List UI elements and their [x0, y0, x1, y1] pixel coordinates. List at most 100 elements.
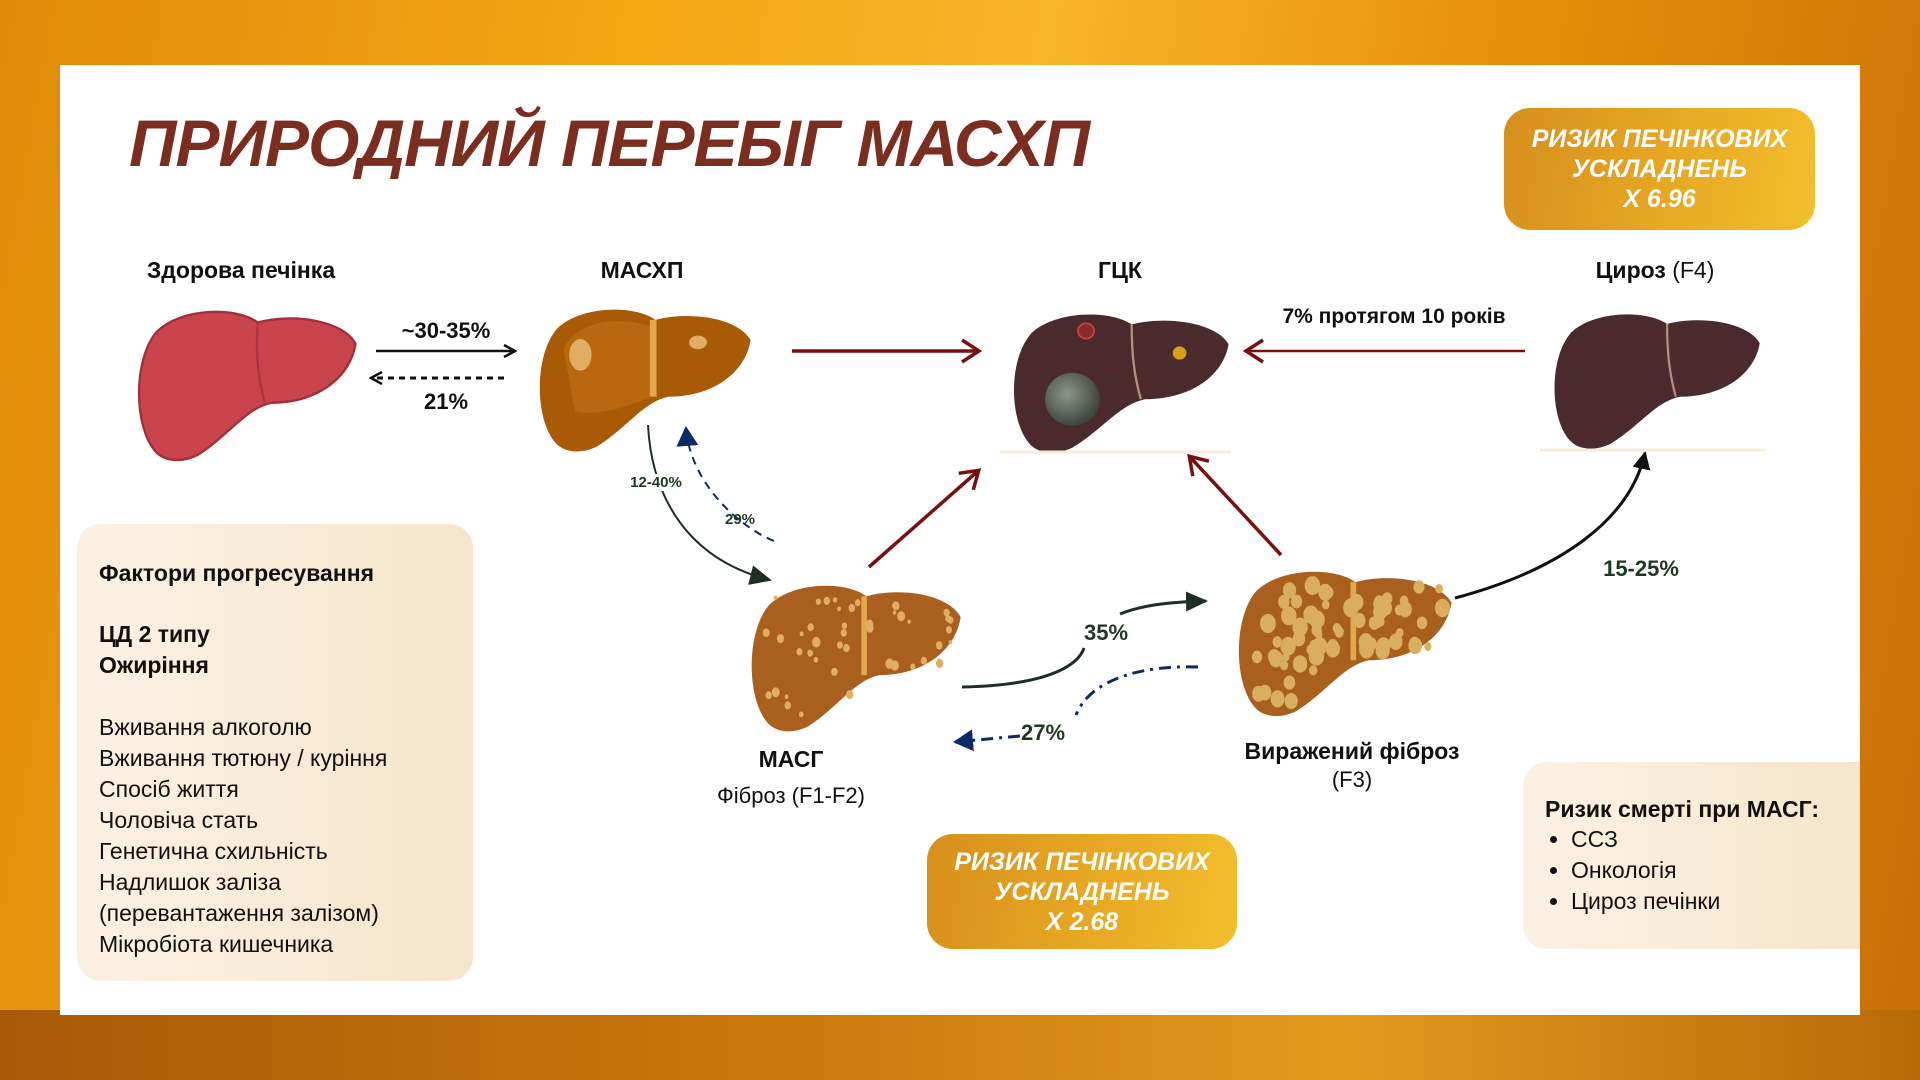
arrow-mash-to-hcc — [867, 471, 978, 569]
fat-droplet — [837, 606, 842, 612]
badge-value: X 2.68 — [1045, 907, 1119, 936]
fat-droplet — [1368, 616, 1380, 630]
fat-droplet — [1413, 581, 1423, 593]
fat-droplet — [907, 619, 911, 624]
factors-heading: Фактори прогресування — [99, 560, 375, 586]
fat-droplet — [892, 610, 897, 615]
fat-droplet — [1292, 631, 1306, 647]
pct-mash-to-masld: 29% — [724, 511, 756, 528]
mash-death-risk-box: Ризик смерті при МАСГ: ССЗ Онкологія Цир… — [1523, 762, 1860, 949]
factor-major: ЦД 2 типу — [99, 621, 210, 647]
stage-label-masld: МАСХП — [600, 257, 684, 283]
stage-label-cirrhosis: Цироз (F4) — [1596, 257, 1715, 284]
fat-droplet — [773, 595, 778, 601]
fat-droplet — [1376, 637, 1391, 655]
fat-droplet — [1382, 592, 1393, 605]
death-risk-list: ССЗ Онкологія Цироз печінки — [1545, 824, 1720, 917]
fat-droplet — [943, 608, 950, 617]
fat-droplet — [815, 598, 821, 605]
fat-droplet — [1280, 660, 1289, 671]
death-risk-item: Цироз печінки — [1571, 886, 1720, 917]
factor-item: Надлишок заліза — [99, 869, 281, 895]
page-title: ПРИРОДНИЙ ПЕРЕБІГ МАСХП — [129, 106, 1090, 180]
fat-droplet — [807, 649, 813, 657]
fat-droplet — [843, 643, 850, 653]
badge-line: РИЗИК ПЕЧІНКОВИХ — [954, 847, 1210, 876]
fat-droplet — [1292, 655, 1308, 673]
fat-droplet — [1267, 649, 1281, 665]
fat-droplet — [1435, 584, 1443, 594]
stage-label-healthy: Здорова печінка — [146, 257, 336, 283]
fat-droplet — [1395, 628, 1404, 638]
pct-f3-to-mash: 27% — [1020, 720, 1066, 745]
fat-droplet — [1399, 595, 1409, 607]
fat-droplet — [910, 663, 916, 670]
fat-droplet — [771, 687, 780, 698]
fat-droplet — [840, 629, 847, 637]
arrow-f3-to-mash — [955, 665, 1199, 742]
factor-item: Мікробіота кишечника — [99, 931, 334, 957]
pct-masld-to-mash: 12-40% — [630, 474, 682, 491]
fat-droplet — [1324, 586, 1334, 599]
fat-droplet — [1278, 594, 1290, 609]
pct-masld-to-healthy: 21% — [423, 389, 469, 414]
stage-label-text: Цироз — [1595, 257, 1666, 283]
factor-item: Генетична схильність — [99, 838, 328, 864]
arrow-mash-to-f3 — [961, 601, 1206, 689]
fat-droplet — [765, 691, 772, 700]
fat-droplet — [1304, 576, 1321, 596]
death-risk-item: ССЗ — [1571, 824, 1720, 855]
fat-droplet — [841, 622, 848, 630]
fat-droplet — [1272, 636, 1282, 648]
fat-droplet — [784, 694, 789, 700]
factor-item: (перевантаження залізом) — [99, 900, 379, 926]
fat-droplet — [848, 603, 856, 613]
fat-droplet — [920, 656, 928, 665]
badge-line: РИЗИК ПЕЧІНКОВИХ — [1531, 125, 1788, 153]
fat-droplet — [1311, 623, 1322, 637]
factor-major: Ожиріння — [99, 652, 209, 678]
fat-droplet — [945, 626, 952, 634]
stage-label-hcc: ГЦК — [1098, 257, 1142, 283]
badge-line: УСКЛАДНЕНЬ — [994, 877, 1170, 906]
fat-droplet — [892, 601, 900, 611]
arrow-masld-to-mash — [647, 424, 772, 585]
arrow-f3-to-cirrhosis — [1454, 451, 1651, 600]
progression-factors-box: Фактори прогресування ЦД 2 типу Ожиріння… — [77, 524, 473, 981]
fat-droplet — [831, 667, 838, 676]
fat-droplet — [798, 711, 804, 718]
mash-liver-image — [751, 585, 961, 732]
stage-sub-mash: Фіброз (F1-F2) — [717, 783, 865, 808]
fat-droplet — [796, 648, 803, 656]
fat-droplet — [807, 623, 814, 632]
fat-droplet — [1282, 582, 1297, 599]
arrow-f3-to-hcc — [1190, 457, 1283, 557]
healthy-liver-image — [137, 310, 357, 462]
stage-label-sub: (F4) — [1672, 257, 1715, 283]
fat-droplet — [1416, 616, 1428, 630]
stage-label-mash: МАСГ — [758, 746, 824, 772]
fat-droplet — [1281, 606, 1297, 626]
arrow-mash-to-masld — [676, 426, 775, 542]
fat-droplet — [823, 596, 831, 605]
hcc-liver-image — [1013, 314, 1229, 453]
fat-droplet — [1350, 594, 1364, 611]
fat-droplet — [1325, 640, 1340, 658]
fat-droplet — [1353, 613, 1366, 629]
fat-droplet — [1309, 639, 1320, 653]
fat-droplet — [897, 611, 906, 622]
fat-droplet — [837, 641, 843, 649]
fat-droplet — [1270, 690, 1285, 708]
fat-droplet — [935, 641, 943, 650]
background-band — [0, 1010, 1920, 1080]
fat-droplet — [1409, 636, 1420, 650]
fat-droplet — [762, 628, 770, 637]
fat-droplet — [1309, 665, 1318, 676]
fat-droplet — [776, 634, 785, 644]
death-risk-heading: Ризик смерті при МАСГ: — [1545, 796, 1820, 822]
fat-droplet — [1389, 633, 1403, 650]
liver-complication-risk-badge-top: РИЗИК ПЕЧІНКОВИХ УСКЛАДНЕНЬ X 6.96 — [1504, 108, 1815, 230]
fat-droplet — [854, 599, 861, 607]
pct-f3-to-cirrhosis: 15-25% — [1603, 556, 1679, 581]
